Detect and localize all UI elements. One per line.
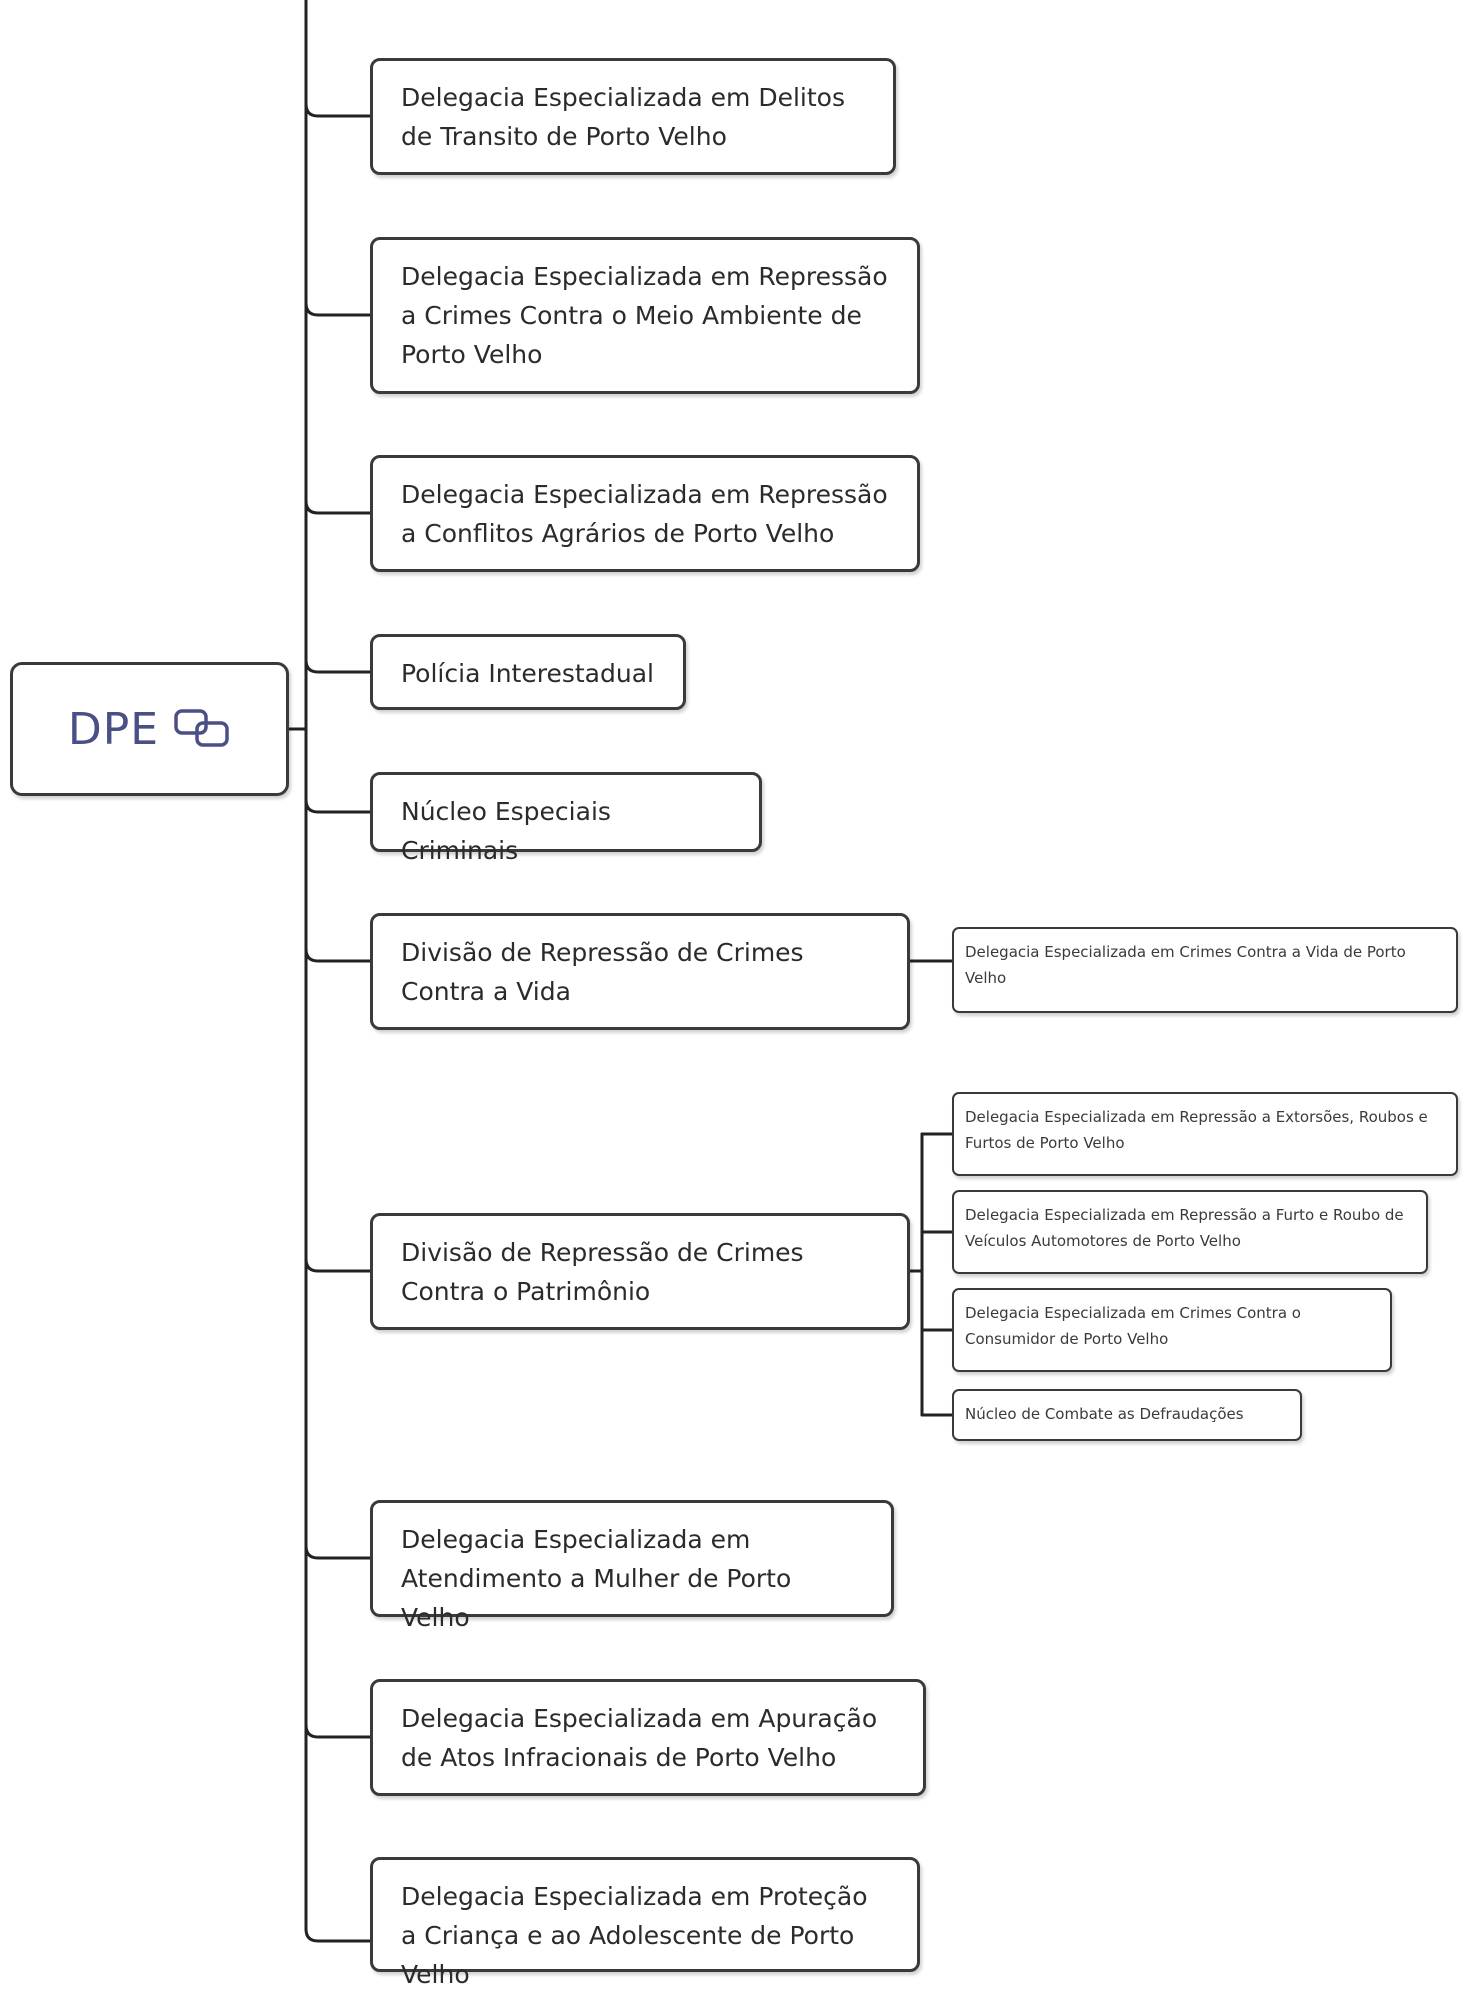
branch-label: Delegacia Especializada em Atendimento a… [401, 1525, 792, 1632]
branch-label: Delegacia Especializada em Repressão a C… [401, 262, 888, 369]
child-label: Delegacia Especializada em Repressão a F… [965, 1206, 1404, 1250]
child-node-extorsoes-roubos-furtos[interactable]: Delegacia Especializada em Repressão a E… [952, 1092, 1458, 1176]
branch-connector-line-5 [304, 947, 372, 963]
branch-label: Polícia Interestadual [401, 659, 654, 688]
child-node-crimes-consumidor[interactable]: Delegacia Especializada em Crimes Contra… [952, 1288, 1392, 1372]
branch-node-divisao-crimes-vida[interactable]: Divisão de Repressão de Crimes Contra a … [370, 913, 910, 1030]
child-node-combate-defraudacoes[interactable]: Núcleo de Combate as Defraudações [952, 1389, 1302, 1441]
child-label: Delegacia Especializada em Crimes Contra… [965, 1304, 1301, 1348]
branch-label: Delegacia Especializada em Apuração de A… [401, 1704, 878, 1772]
branch-node-atendimento-mulher[interactable]: Delegacia Especializada em Atendimento a… [370, 1500, 894, 1632]
branch-connector-line-9 [304, 1927, 372, 1943]
branch-node-policia-interestadual[interactable]: Polícia Interestadual [370, 634, 686, 710]
branch-connector-line-8 [304, 1723, 372, 1739]
branch-label: Delegacia Especializada em Repressão a C… [401, 480, 888, 548]
child-node-crimes-contra-vida[interactable]: Delegacia Especializada em Crimes Contra… [952, 927, 1458, 1013]
branch-connector-line-4 [304, 798, 372, 814]
branch-connector-line-0 [304, 102, 372, 118]
branch-connector-line-7 [304, 1544, 372, 1560]
branch-node-protecao-crianca[interactable]: Delegacia Especializada em Proteção a Cr… [370, 1857, 920, 1989]
branch-node-conflitos-agrarios[interactable]: Delegacia Especializada em Repressão a C… [370, 455, 920, 572]
child-node-furto-roubo-veiculos[interactable]: Delegacia Especializada em Repressão a F… [952, 1190, 1428, 1274]
branch-node-divisao-crimes-patrimonio[interactable]: Divisão de Repressão de Crimes Contra o … [370, 1213, 910, 1330]
child-label: Núcleo de Combate as Defraudações [965, 1405, 1244, 1423]
linked-topic-icon [174, 709, 229, 747]
branch-label: Divisão de Repressão de Crimes Contra o … [401, 1238, 804, 1306]
branch-label: Divisão de Repressão de Crimes Contra a … [401, 938, 804, 1006]
branch-connector-line-2 [304, 499, 372, 515]
branch-node-nucleo-especiais-criminais[interactable]: Núcleo Especiais Criminais [370, 772, 762, 865]
child-label: Delegacia Especializada em Crimes Contra… [965, 943, 1406, 987]
branch-label: Núcleo Especiais Criminais [401, 797, 611, 865]
root-label: DPE [67, 703, 160, 755]
branch-node-delitos-transito[interactable]: Delegacia Especializada em Delitos de Tr… [370, 58, 896, 175]
branch-connector-line-3 [304, 658, 372, 674]
branch-node-atos-infracionais[interactable]: Delegacia Especializada em Apuração de A… [370, 1679, 926, 1796]
branch-connector-line-6 [304, 1257, 372, 1273]
root-node-dpe[interactable]: DPE [10, 662, 289, 796]
branch-label: Delegacia Especializada em Delitos de Tr… [401, 83, 845, 151]
branch-label: Delegacia Especializada em Proteção a Cr… [401, 1882, 868, 1989]
branch-connector-line-1 [304, 301, 372, 317]
branch-node-meio-ambiente[interactable]: Delegacia Especializada em Repressão a C… [370, 237, 920, 394]
child-label: Delegacia Especializada em Repressão a E… [965, 1108, 1428, 1152]
